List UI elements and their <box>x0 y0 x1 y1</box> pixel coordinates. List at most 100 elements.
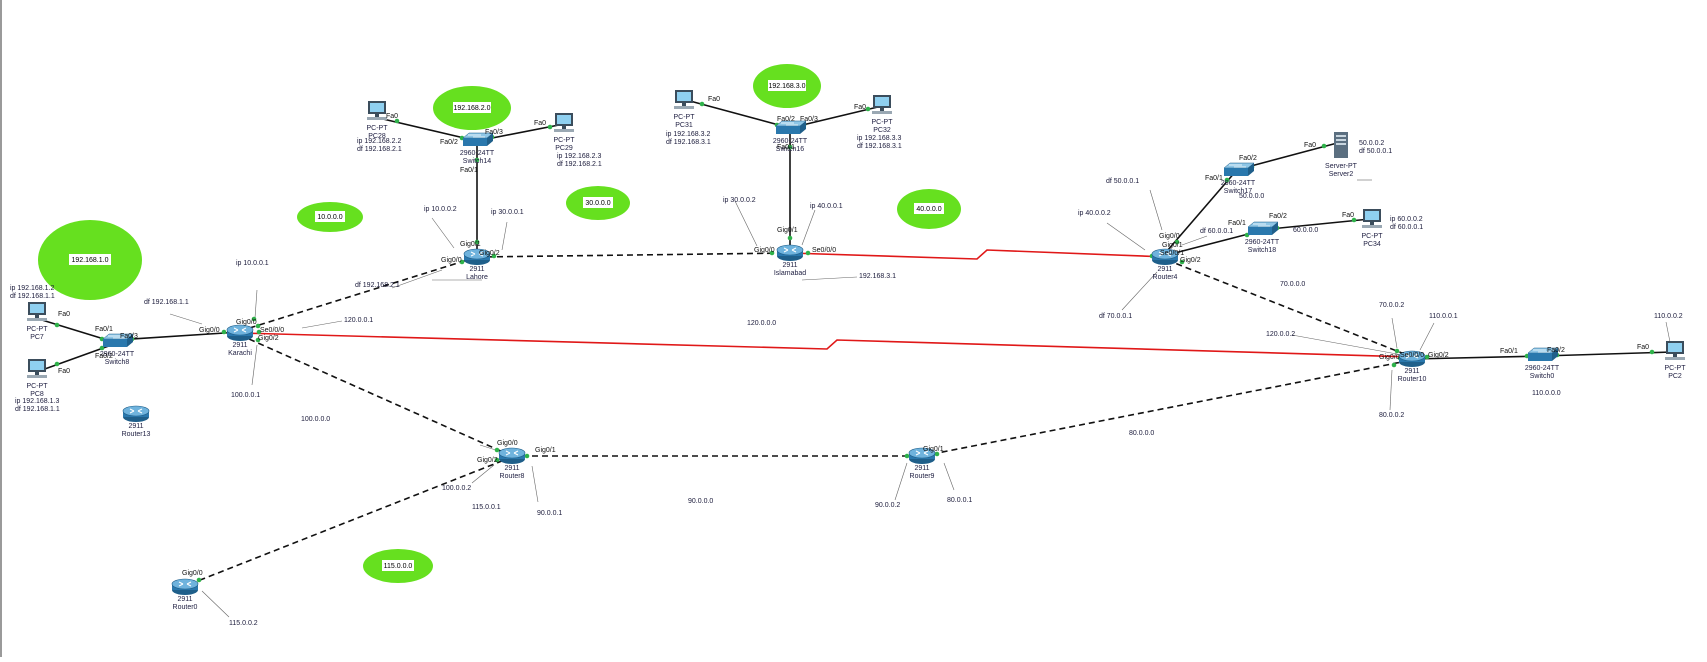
svg-text:Gig0/1: Gig0/1 <box>1162 242 1183 249</box>
router-router10[interactable]: 2911 Router10 <box>1398 350 1427 383</box>
svg-text:ip 40.0.0.2: ip 40.0.0.2 <box>1078 210 1111 217</box>
svg-text:df 192.168.1.1: df 192.168.1.1 <box>144 299 189 306</box>
svg-text:PC-PT: PC-PT <box>1362 233 1384 240</box>
router-router4[interactable]: 2911 Router4 <box>1151 248 1179 281</box>
pc-pc29[interactable]: PC-PT PC29 <box>554 113 576 152</box>
annotation-leaders <box>169 179 1671 618</box>
subnet-bubble-30-0-0-0[interactable]: 30.0.0.0 <box>566 186 630 220</box>
svg-text:110.0.0.0: 110.0.0.0 <box>1532 390 1561 397</box>
subnet-bubble-192-168-3-0[interactable]: 192.168.3.0 <box>753 64 821 108</box>
svg-text:Switch0: Switch0 <box>1530 373 1555 380</box>
pc-pc34[interactable]: PC-PT PC34 <box>1362 209 1384 248</box>
svg-text:120.0.0.2: 120.0.0.2 <box>1266 331 1295 338</box>
svg-text:80.0.0.1: 80.0.0.1 <box>947 497 972 504</box>
router-router9[interactable]: 2911 Router9 <box>908 447 936 480</box>
subnet-bubble-192-168-2-0[interactable]: 192.168.2.0 <box>433 86 511 130</box>
svg-text:Router0: Router0 <box>173 604 198 611</box>
svg-text:60.0.0.0: 60.0.0.0 <box>1293 227 1318 234</box>
switch-switch0[interactable]: 2960-24TT Switch0 <box>1525 347 1560 380</box>
svg-text:2960-24TT: 2960-24TT <box>460 150 495 157</box>
subnet-bubble-192-168-1-0[interactable]: 192.168.1.0 <box>38 220 142 300</box>
svg-text:110.0.0.1: 110.0.0.1 <box>1429 313 1458 320</box>
pc-pc8[interactable]: PC-PT PC8 <box>27 359 49 398</box>
svg-text:Gig0/1: Gig0/1 <box>777 227 798 234</box>
svg-text:Karachi: Karachi <box>228 350 252 357</box>
svg-text:192.168.2.0: 192.168.2.0 <box>454 105 491 112</box>
server-server2[interactable]: Server-PT Server2 <box>1325 132 1358 178</box>
svg-text:80.0.0.2: 80.0.0.2 <box>1379 412 1404 419</box>
svg-text:2960-24TT: 2960-24TT <box>1221 180 1256 187</box>
svg-text:Se0/0/0: Se0/0/0 <box>260 327 284 334</box>
svg-text:df 50.0.0.1: df 50.0.0.1 <box>1359 148 1392 155</box>
svg-text:Router4: Router4 <box>1153 274 1178 281</box>
svg-text:Switch16: Switch16 <box>776 146 805 153</box>
svg-text:100.0.0.2: 100.0.0.2 <box>442 485 471 492</box>
svg-text:ip 10.0.0.1: ip 10.0.0.1 <box>236 260 269 267</box>
svg-text:10.0.0.0: 10.0.0.0 <box>317 214 342 221</box>
subnet-bubble-10-0-0-0[interactable]: 10.0.0.0 <box>297 202 363 232</box>
switch-switch18[interactable]: 2960-24TT Switch18 <box>1245 221 1280 254</box>
pc-pc31[interactable]: PC-PT PC31 <box>674 90 696 129</box>
svg-text:ip 192.168.2.3: ip 192.168.2.3 <box>557 153 601 160</box>
svg-text:df 192.168.1.1: df 192.168.1.1 <box>10 293 55 300</box>
router-router8[interactable]: 2911 Router8 <box>498 447 526 480</box>
pc-pc32[interactable]: PC-PT PC32 <box>872 95 894 134</box>
svg-text:df 60.0.0.1: df 60.0.0.1 <box>1390 224 1423 231</box>
svg-text:Gig0/0: Gig0/0 <box>1379 354 1400 361</box>
svg-text:50.0.0.2: 50.0.0.2 <box>1359 140 1384 147</box>
svg-text:PC29: PC29 <box>555 145 573 152</box>
svg-text:df 192.168.3.1: df 192.168.3.1 <box>857 143 902 150</box>
pc-pc28[interactable]: PC-PT PC28 <box>367 101 389 140</box>
svg-text:Switch18: Switch18 <box>1248 247 1277 254</box>
svg-text:PC-PT: PC-PT <box>27 326 49 333</box>
svg-text:Fa0/3: Fa0/3 <box>485 129 503 136</box>
switch-switch16[interactable]: 2960-24TT Switch16 <box>773 120 808 153</box>
svg-text:Se0/0/0: Se0/0/0 <box>812 247 836 254</box>
switch-switch8[interactable]: 2960-24TT Switch8 <box>100 333 135 366</box>
svg-text:Gig0/2: Gig0/2 <box>479 250 500 257</box>
pc-pc2[interactable]: PC-PT PC2 <box>1665 341 1687 380</box>
link-switch8-karachi <box>116 331 241 341</box>
svg-text:2911: 2911 <box>177 596 192 603</box>
svg-text:ip 60.0.0.2: ip 60.0.0.2 <box>1390 216 1423 223</box>
router-lahore[interactable]: 2911 Lahore <box>463 248 491 281</box>
svg-text:2911: 2911 <box>1157 266 1172 273</box>
svg-text:ip 10.0.0.2: ip 10.0.0.2 <box>424 206 457 213</box>
svg-text:PC-PT: PC-PT <box>1665 365 1687 372</box>
svg-text:Gig0/0: Gig0/0 <box>497 440 518 447</box>
svg-text:PC31: PC31 <box>675 122 693 129</box>
link-pc31-switch16 <box>689 100 791 129</box>
svg-text:Fa0/2: Fa0/2 <box>1269 213 1287 220</box>
svg-text:2911: 2911 <box>914 465 929 472</box>
router-router0[interactable]: 2911 Router0 <box>171 578 199 611</box>
svg-text:Fa0/1: Fa0/1 <box>1228 220 1246 227</box>
svg-text:2911: 2911 <box>232 342 247 349</box>
svg-text:df 192.168.2.1: df 192.168.2.1 <box>557 161 602 168</box>
svg-text:2911: 2911 <box>504 465 519 472</box>
svg-text:2960-24TT: 2960-24TT <box>1525 365 1560 372</box>
router-karachi[interactable]: 2911 Karachi <box>226 324 254 357</box>
svg-text:Fa0: Fa0 <box>534 120 546 127</box>
svg-text:Fa0: Fa0 <box>58 368 70 375</box>
switch-switch14[interactable]: 2960-24TT Switch14 <box>460 132 495 165</box>
router-router13[interactable]: 2911 Router13 <box>122 405 151 438</box>
subnet-bubble-40-0-0-0[interactable]: 40.0.0.0 <box>897 189 961 229</box>
link-router8-router0 <box>184 456 513 587</box>
switch-switch17[interactable]: 2960-24TT Switch17 <box>1221 162 1256 195</box>
svg-text:Islamabad: Islamabad <box>774 270 806 277</box>
subnet-bubble-115-0-0-0[interactable]: 115.0.0.0 <box>363 549 433 583</box>
svg-text:Fa0/2: Fa0/2 <box>777 116 795 123</box>
svg-text:ip 40.0.0.1: ip 40.0.0.1 <box>810 203 843 210</box>
svg-text:Gig0/2: Gig0/2 <box>1428 352 1449 359</box>
pc-pc7[interactable]: PC-PT PC7 <box>27 302 49 341</box>
svg-text:2911: 2911 <box>128 423 143 430</box>
serial-links <box>239 249 1413 358</box>
svg-text:90.0.0.0: 90.0.0.0 <box>688 498 713 505</box>
svg-text:Router9: Router9 <box>910 473 935 480</box>
router-islamabad[interactable]: 2911 Islamabad <box>774 244 806 277</box>
svg-text:df 192.168.2.1: df 192.168.2.1 <box>355 282 400 289</box>
svg-text:192.168.1.0: 192.168.1.0 <box>72 257 109 264</box>
svg-text:Fa0/1: Fa0/1 <box>95 326 113 333</box>
link-router4-switch17 <box>1166 170 1237 252</box>
